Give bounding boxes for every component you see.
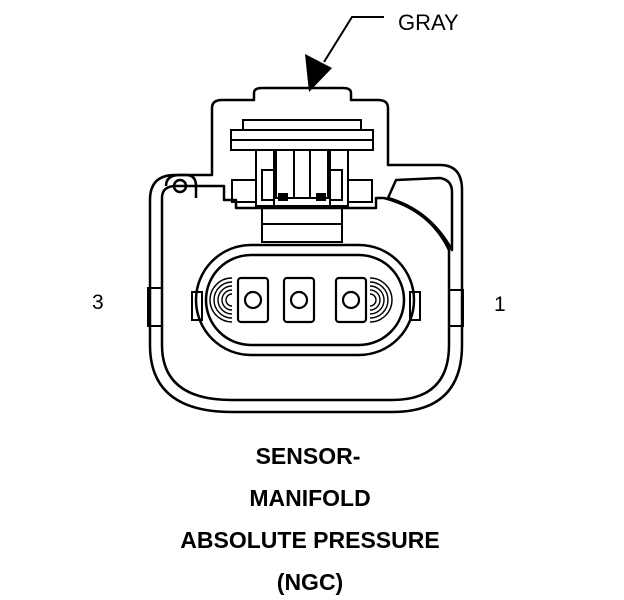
seal-arcs-right [369,277,393,323]
pin-number-left: 3 [92,291,104,314]
pin-terminal-3 [236,276,270,324]
wire-color-label: GRAY [398,10,459,35]
pin-terminal-2 [282,276,316,324]
caption-line-4: (NGC) [276,569,344,595]
pin-number-right: 1 [494,293,506,316]
caption-line-3: ABSOLUTE PRESSURE [180,527,440,553]
callout-arrowhead-icon [305,54,332,92]
caption-line-2: MANIFOLD [249,485,371,511]
latch-tabs [278,193,326,201]
pin-terminal-1 [334,276,368,324]
seal-arcs-left [209,277,233,323]
latch-assembly [230,119,374,243]
connector-body [148,86,464,414]
caption-line-1: SENSOR- [255,443,361,469]
pin-cavity [194,243,416,357]
callout-leader [323,16,384,63]
